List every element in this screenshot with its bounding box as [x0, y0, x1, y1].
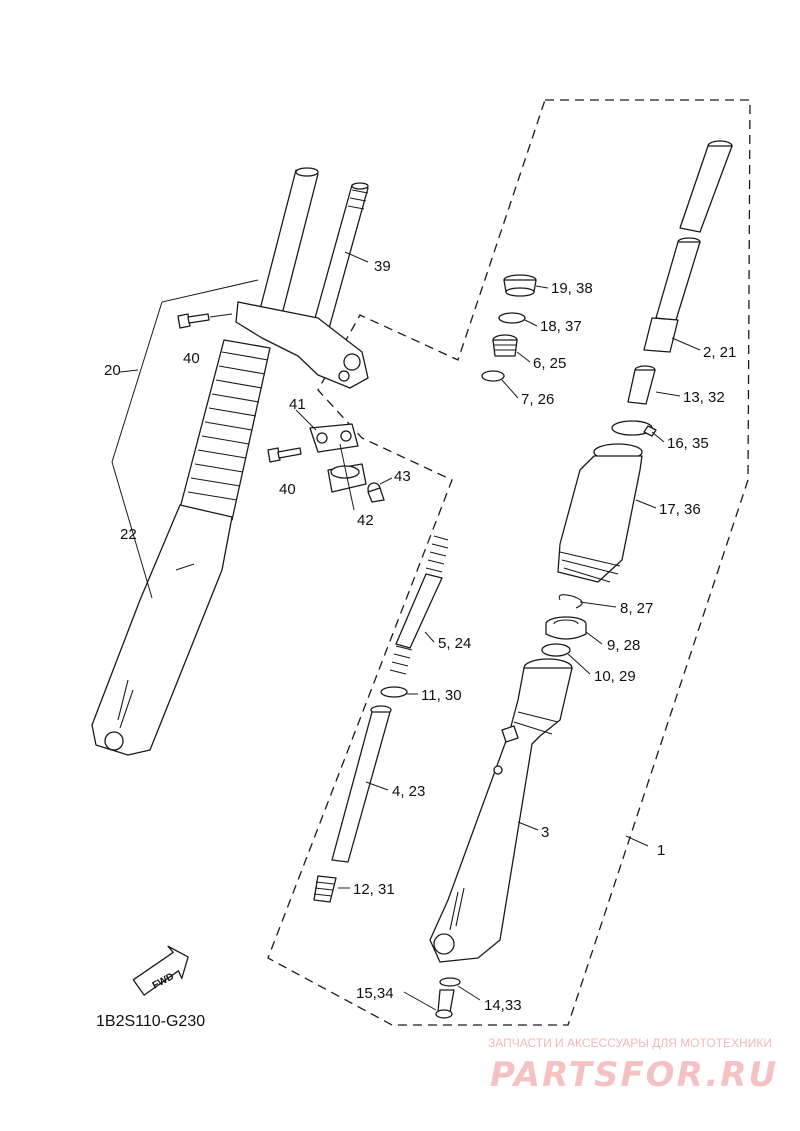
callout-43: 43: [394, 468, 411, 485]
fwd-arrow-icon: FWD: [132, 945, 189, 996]
callout-8-27: 8, 27: [620, 600, 653, 617]
circlip-8-27: [558, 594, 583, 609]
callout-1: 1: [657, 842, 665, 859]
callout-7-26: 7, 26: [521, 391, 554, 408]
callout-15-34: 15,34: [356, 985, 394, 1002]
callout-labels: 39 40 20 41 40 43 42 22 19, 38 18, 37 6,…: [104, 258, 736, 1014]
callout-14-33: 14,33: [484, 997, 522, 1014]
washer-10-29: [541, 643, 571, 657]
leader-lines: [295, 251, 701, 1011]
callout-16-35: 16, 35: [667, 435, 709, 452]
callout-18-37: 18, 37: [540, 318, 582, 335]
inner-tube-assembled: [255, 169, 319, 331]
screw-43: [367, 482, 385, 503]
callout-12-31: 12, 31: [353, 881, 395, 898]
assembled-fork: [91, 167, 369, 756]
outer-tube-assembled: [91, 504, 233, 756]
o-ring-18-37: [498, 312, 526, 324]
bolt-40-lower: [267, 447, 302, 463]
callout-39: 39: [374, 258, 391, 275]
callout-19-38: 19, 38: [551, 280, 593, 297]
o-ring-7-26: [481, 370, 505, 382]
callout-10-29: 10, 29: [594, 668, 636, 685]
washer-14-33: [439, 977, 461, 987]
cap-bolt-6-25: [492, 334, 518, 357]
fork-boot-17-36: [557, 443, 643, 583]
rebound-spring-12-31: [313, 875, 337, 903]
oil-seal-9-28: [545, 616, 587, 640]
watermark-brand: PARTSFOR.RU: [490, 1055, 778, 1095]
callout-17-36: 17, 36: [659, 501, 701, 518]
boot-clip-16-35: [611, 420, 657, 437]
callout-3: 3: [541, 824, 549, 841]
callout-40-upper: 40: [183, 350, 200, 367]
assembly-boundary: [267, 99, 751, 1026]
callout-41: 41: [289, 396, 306, 413]
callout-20: 20: [104, 362, 121, 379]
inner-tube-2-21: [643, 140, 733, 353]
diagram-code: 1B2S110-G230: [96, 1013, 205, 1030]
callout-2-21: 2, 21: [703, 344, 736, 361]
bolt-15-34: [435, 989, 455, 1019]
callout-40-lower: 40: [279, 481, 296, 498]
fork-boot-assembled: [179, 339, 271, 521]
callout-13-32: 13, 32: [683, 389, 725, 406]
callout-9-28: 9, 28: [607, 637, 640, 654]
outer-tube-3: [429, 658, 573, 963]
watermark-tagline: ЗАПЧАСТИ И АКСЕССУАРЫ ДЛЯ МОТОТЕХНИКИ: [488, 1036, 772, 1050]
callout-22: 22: [120, 526, 137, 543]
callout-4-23: 4, 23: [392, 783, 425, 800]
fork-spring-5-24: [389, 535, 449, 675]
collar-13-32: [627, 365, 656, 405]
ring-11-30: [380, 686, 408, 698]
bolt-40-upper: [177, 313, 233, 329]
under-bracket: [235, 301, 369, 389]
callout-6-25: 6, 25: [533, 355, 566, 372]
callout-11-30: 11, 30: [421, 687, 462, 704]
damper-rod-4-23: [331, 705, 392, 863]
callout-5-24: 5, 24: [438, 635, 471, 652]
clamp-bracket-41: [309, 423, 359, 453]
cap-19-38: [503, 274, 537, 297]
callout-42: 42: [357, 512, 374, 529]
